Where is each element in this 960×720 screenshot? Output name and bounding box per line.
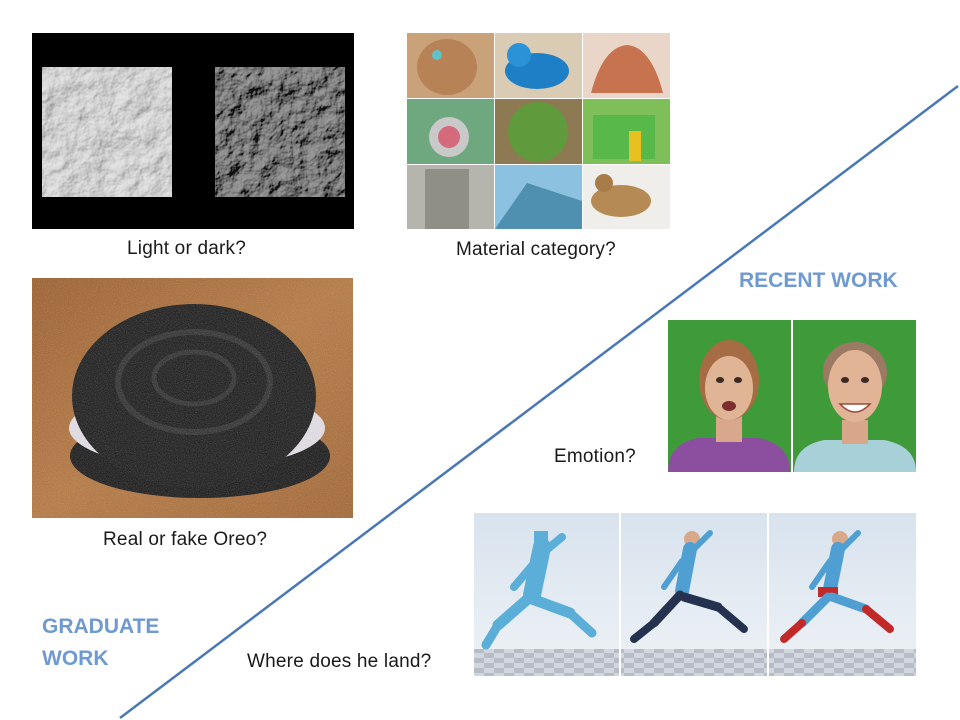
superhero-runner [780, 530, 894, 643]
oreo-photo [32, 278, 353, 518]
material-caption: Material category? [456, 239, 616, 260]
emotion-caption: Emotion? [554, 446, 636, 467]
graduate-work-line1: GRADUATE [42, 615, 160, 638]
recent-work-label: RECENT WORK [739, 269, 898, 292]
dark-texture-swatch [215, 67, 345, 197]
woman-face [668, 340, 790, 472]
blocky-runner [481, 531, 597, 650]
graduate-work-label: GRADUATE WORK [42, 611, 159, 675]
light-texture-swatch [42, 67, 172, 197]
texture-image [32, 33, 354, 229]
realistic-runner [630, 530, 748, 643]
emotion-faces-photo [668, 320, 916, 472]
texture-caption: Light or dark? [127, 238, 246, 259]
oreo-caption: Real or fake Oreo? [103, 529, 268, 550]
running-figures-image [474, 513, 916, 676]
graduate-work-line2: WORK [42, 647, 109, 670]
landing-caption: Where does he land? [247, 651, 432, 672]
material-grid-image [407, 33, 670, 229]
man-face [794, 342, 916, 472]
